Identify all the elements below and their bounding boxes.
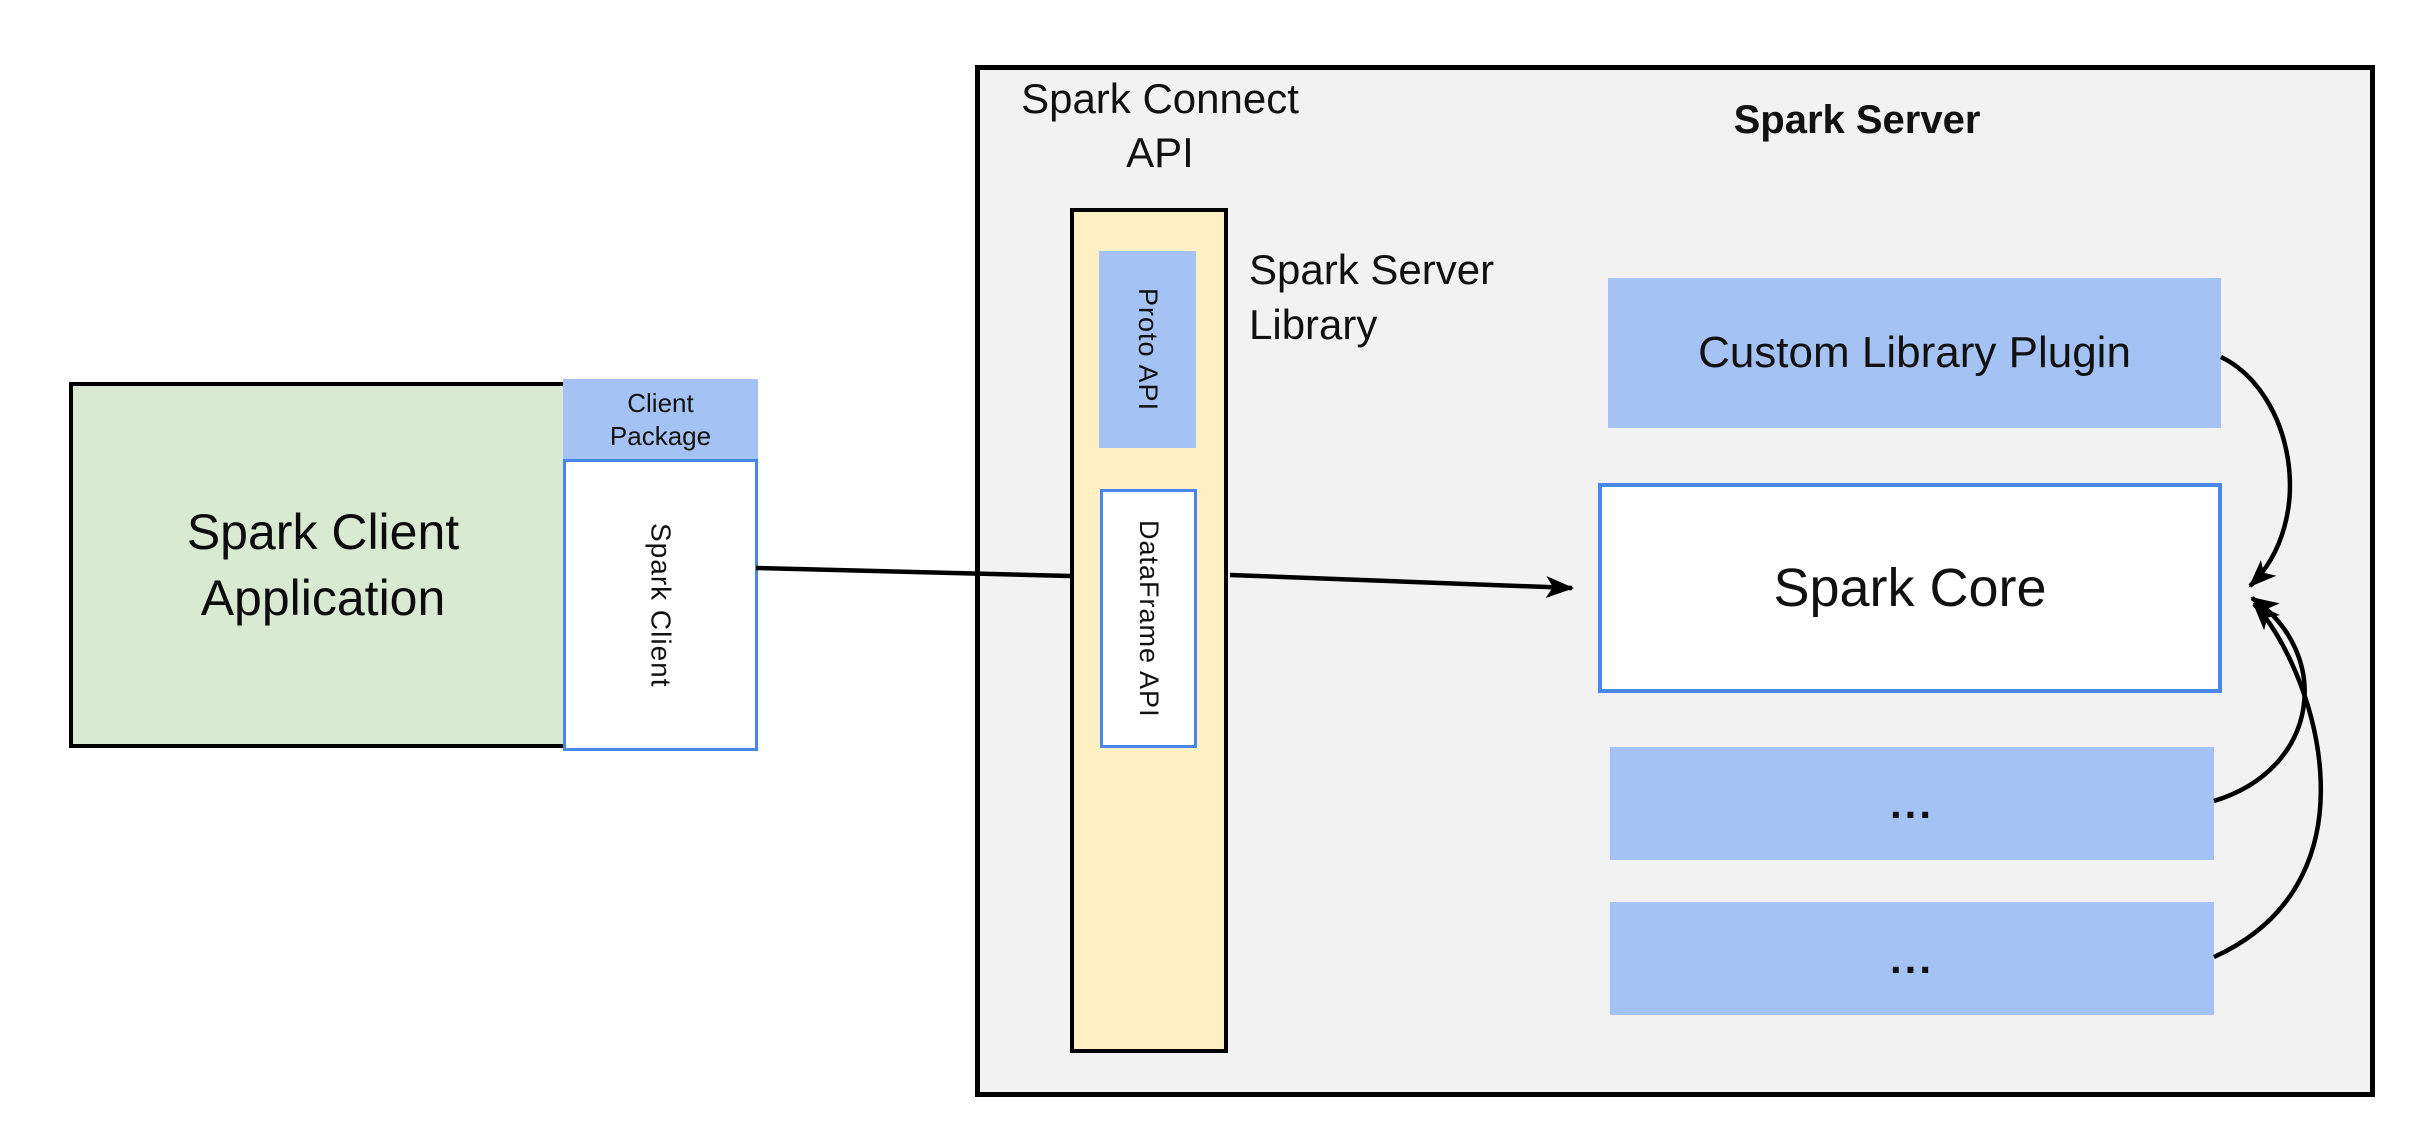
custom-library-plugin-box: Custom Library Plugin [1608, 278, 2221, 428]
ellipsis-label: ... [1889, 934, 1934, 982]
proto-api-label: Proto API [1133, 287, 1163, 412]
spark-client-box: Spark Client [563, 459, 758, 751]
spark-server-title: Spark Server [1733, 98, 1981, 142]
spark-client-application-label: Spark Client Application [186, 504, 460, 626]
proto-api-box: Proto API [1099, 251, 1196, 448]
custom-library-plugin-label: Custom Library Plugin [1698, 328, 2131, 377]
dataframe-api-label: DataFrame API [1134, 519, 1164, 718]
spark-core-label: Spark Core [1773, 558, 2047, 618]
plugin-placeholder-box-2: ... [1610, 902, 2214, 1015]
spark-core-box: Spark Core [1598, 483, 2222, 693]
client-package-label: Client Package [609, 388, 712, 451]
client-package-box: Client Package [563, 379, 758, 460]
spark-client-label: Spark Client [645, 522, 677, 688]
spark-connect-api-label: Spark Connect API [1021, 75, 1299, 176]
spark-server-library-label: Spark Server Library [1249, 246, 1495, 348]
ellipsis-label: ... [1889, 779, 1934, 827]
dataframe-api-box: DataFrame API [1100, 489, 1197, 748]
spark-client-application-box: Spark Client Application [69, 382, 577, 748]
plugin-placeholder-box-1: ... [1610, 747, 2214, 860]
